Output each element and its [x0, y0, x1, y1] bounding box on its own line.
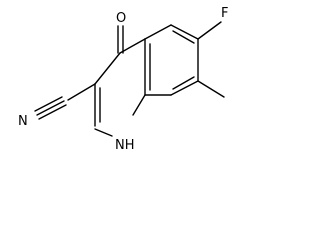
oxygen-label: O — [116, 11, 126, 26]
bond-cn-triple-a — [36, 100, 65, 116]
bond-c5-c6 — [170, 24, 199, 40]
bond-c8-methyl — [197, 80, 225, 98]
bond-c3-cn — [67, 83, 96, 101]
bond-c5-c6-inner — [172, 30, 195, 44]
bond-c7-c8 — [170, 80, 199, 96]
bond-c6-f — [197, 21, 222, 40]
molecule-drawing: F O N NH — [18, 6, 228, 153]
bond-n1-c2 — [94, 128, 113, 137]
bond-c3-c4 — [94, 52, 121, 85]
bond-c4a-c5 — [144, 24, 172, 40]
bond-c7-c8-inner — [172, 76, 195, 90]
bond-c4-c4a — [119, 38, 146, 54]
bond-c8a-n1 — [132, 94, 146, 116]
bond-cn-triple-b — [38, 104, 67, 120]
nh-label: NH — [115, 138, 135, 153]
bond-cn-triple-c — [34, 96, 63, 112]
structure-canvas: F O N NH — [0, 0, 234, 154]
nitrile-nitrogen-label: N — [18, 114, 28, 129]
fluorine-label: F — [221, 6, 228, 21]
